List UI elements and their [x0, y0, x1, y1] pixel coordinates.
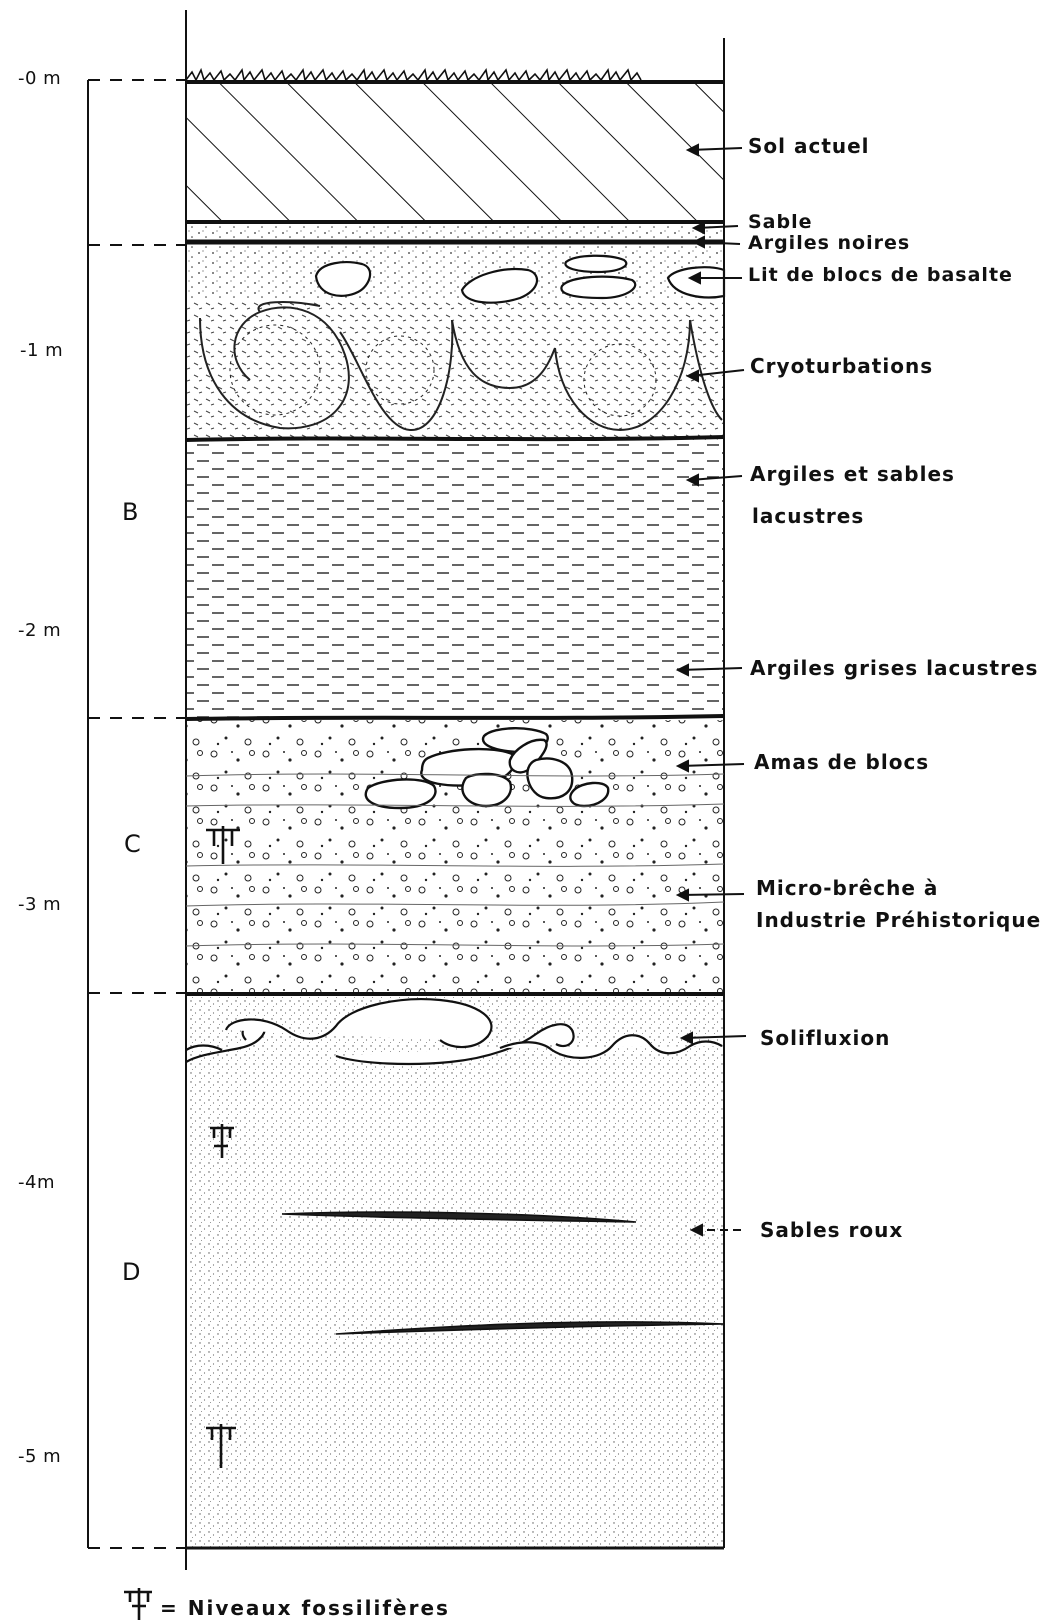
layer-label-amas-de-blocs: Amas de blocs [754, 750, 929, 774]
unit-label-d: D [122, 1258, 140, 1286]
depth-label-4: -4m [18, 1172, 55, 1193]
depth-label-3: -3 m [18, 894, 61, 915]
layer-label-argiles-sables-2: lacustres [752, 504, 864, 528]
layer-label-sol-actuel: Sol actuel [748, 134, 870, 158]
legend-text: = Niveaux fossilifères [160, 1596, 450, 1620]
unit-label-c: C [124, 830, 141, 858]
layer-label-lit-de-blocs: Lit de blocs de basalte [748, 264, 1013, 286]
layer-sol-actuel [186, 82, 724, 222]
layer-label-argiles-sables-1: Argiles et sables [750, 462, 955, 486]
depth-scale [88, 80, 186, 1548]
depth-label-0: -0 m [18, 68, 61, 89]
layer-label-solifluxion: Solifluxion [760, 1026, 890, 1050]
layer-sable [186, 222, 724, 240]
fossil-legend-icon [120, 1584, 160, 1624]
layer-label-cryoturbations: Cryoturbations [750, 354, 933, 378]
layer-cryoturbations [186, 298, 724, 440]
depth-label-1: -1 m [20, 340, 63, 361]
depth-label-2: -2 m [18, 620, 61, 641]
depth-label-5: -5 m [18, 1446, 61, 1467]
layer-label-argiles-grises: Argiles grises lacustres [750, 656, 1038, 680]
layer-sables-roux [186, 1065, 724, 1548]
layer-label-micro-breche-2: Industrie Préhistorique [756, 908, 1041, 932]
layer-label-micro-breche-1: Micro-brêche à [756, 876, 938, 900]
layer-label-argiles-noires: Argiles noires [748, 232, 910, 254]
layer-lit-de-blocs [186, 246, 724, 298]
unit-label-b: B [122, 498, 138, 526]
layer-label-sable: Sable [748, 211, 813, 233]
layer-argiles-lacustres [186, 442, 724, 718]
grass-surface [186, 70, 641, 80]
layer-label-sables-roux: Sables roux [760, 1218, 903, 1242]
